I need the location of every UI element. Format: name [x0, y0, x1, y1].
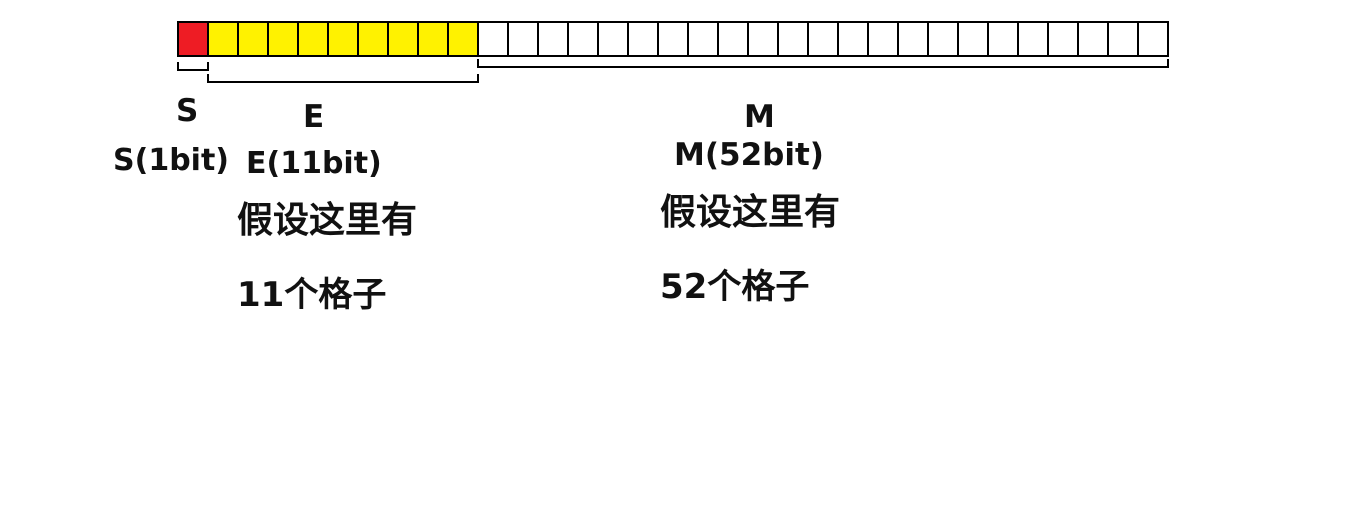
exponent-bit-cell — [237, 21, 269, 57]
mantissa-bit-cell — [477, 21, 509, 57]
exponent-bits-label: E(11bit) — [246, 146, 382, 181]
mantissa-bits-label: M(52bit) — [674, 137, 824, 173]
mantissa-bit-cell — [1107, 21, 1139, 57]
mantissa-bracket — [477, 59, 1169, 68]
sign-bit-cell — [177, 21, 209, 57]
exponent-bit-cell — [297, 21, 329, 57]
exponent-bit-cell — [357, 21, 389, 57]
mantissa-bit-cell — [537, 21, 569, 57]
mantissa-bit-cell — [627, 21, 659, 57]
mantissa-bit-cell — [717, 21, 749, 57]
mantissa-bit-cell — [897, 21, 929, 57]
exponent-note-line2: 11个格子 — [237, 275, 387, 315]
exponent-bit-cell — [387, 21, 419, 57]
exponent-bit-cell — [417, 21, 449, 57]
exponent-bit-cell — [447, 21, 479, 57]
mantissa-bit-cell — [957, 21, 989, 57]
exponent-bit-cell — [267, 21, 299, 57]
mantissa-note-line2: 52个格子 — [660, 267, 810, 307]
mantissa-bit-cell — [867, 21, 899, 57]
mantissa-bit-cell — [1077, 21, 1109, 57]
mantissa-bit-cell — [927, 21, 959, 57]
field-brackets — [177, 59, 1169, 83]
mantissa-bit-cell — [747, 21, 779, 57]
mantissa-note-line1: 假设这里有 — [660, 192, 841, 233]
sign-bits-label: S(1bit) — [113, 143, 230, 178]
exponent-letter-label: E — [303, 99, 325, 135]
mantissa-bit-cell — [567, 21, 599, 57]
mantissa-bit-cell — [987, 21, 1019, 57]
mantissa-bit-cell — [507, 21, 539, 57]
mantissa-bit-cell — [1017, 21, 1049, 57]
mantissa-letter-label: M — [744, 99, 775, 135]
bit-cell-strip — [177, 21, 1169, 57]
mantissa-bit-cell — [777, 21, 809, 57]
exponent-note-line1: 假设这里有 — [237, 200, 418, 241]
sign-letter-label: S — [176, 93, 199, 129]
mantissa-bit-cell — [597, 21, 629, 57]
sign-bracket — [177, 62, 209, 71]
exponent-bit-cell — [327, 21, 359, 57]
mantissa-bit-cell — [1047, 21, 1079, 57]
mantissa-bit-cell — [1137, 21, 1169, 57]
exponent-bracket — [207, 74, 479, 83]
mantissa-bit-cell — [657, 21, 689, 57]
mantissa-bit-cell — [807, 21, 839, 57]
mantissa-bit-cell — [837, 21, 869, 57]
exponent-bit-cell — [207, 21, 239, 57]
mantissa-bit-cell — [687, 21, 719, 57]
